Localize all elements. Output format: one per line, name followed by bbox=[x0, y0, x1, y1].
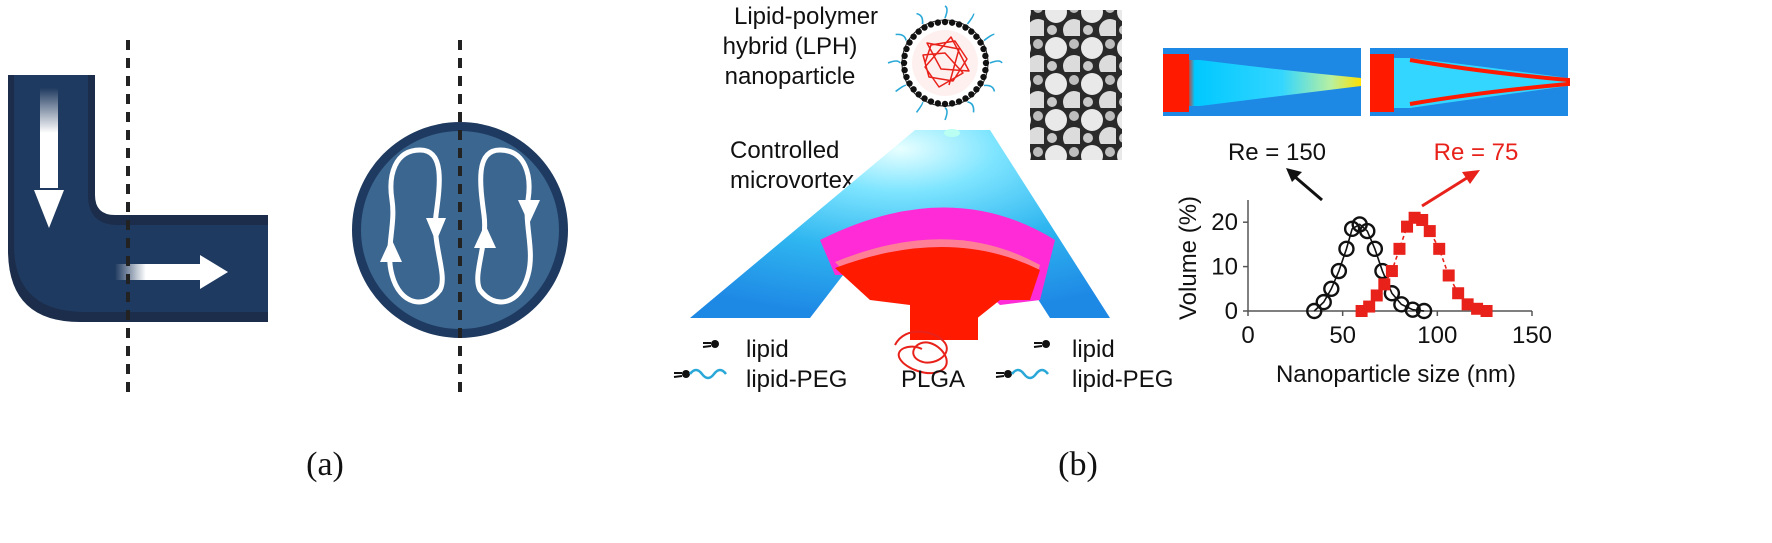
re150-label: Re = 150 bbox=[1228, 139, 1326, 166]
panel-a: (a) bbox=[8, 40, 568, 483]
lph-nanoparticle-icon bbox=[887, 5, 1003, 121]
chart-point-re75 bbox=[1393, 242, 1406, 255]
chart-x-tick-label: 50 bbox=[1329, 322, 1356, 349]
chart-point-re150 bbox=[1338, 240, 1355, 258]
chart-point-re75 bbox=[1452, 287, 1465, 300]
vortex-label-line1: Controlled bbox=[730, 137, 839, 164]
chart-x-tick-label: 150 bbox=[1512, 322, 1552, 349]
chart-point-re75 bbox=[1442, 269, 1455, 282]
chart-y-tick-label: 20 bbox=[1211, 209, 1238, 236]
lph-label-line2: hybrid (LPH) bbox=[723, 33, 858, 60]
chart-x-tick-label: 100 bbox=[1417, 322, 1457, 349]
legend-right-lipid-peg: lipid-PEG bbox=[1072, 366, 1173, 393]
panel-b: Lipid-polymer hybrid (LPH) nanoparticle … bbox=[673, 3, 1570, 483]
re75-pointer-arrow bbox=[1421, 170, 1480, 208]
simulation-re75 bbox=[1370, 48, 1570, 116]
legend-left-lipid-peg: lipid-PEG bbox=[746, 366, 847, 393]
chart-point-re75 bbox=[1461, 298, 1474, 311]
chart-point-re150 bbox=[1359, 222, 1376, 240]
chart-point-re150 bbox=[1330, 262, 1348, 280]
simulation-re150 bbox=[1163, 48, 1361, 116]
chart-point-re150 bbox=[1383, 285, 1401, 302]
lipid-legend-left: lipid lipid-PEG bbox=[673, 336, 847, 393]
chart-point-re75 bbox=[1385, 265, 1398, 278]
lph-label-line1: Lipid-polymer bbox=[734, 3, 878, 30]
chart-point-re150 bbox=[1415, 302, 1433, 320]
chart-point-re75 bbox=[1370, 289, 1383, 302]
chart-point-re150 bbox=[1323, 280, 1340, 297]
flow-arrow-right bbox=[115, 264, 203, 280]
flow-arrow-down bbox=[40, 88, 58, 188]
chart-x-axis-label: Nanoparticle size (nm) bbox=[1276, 361, 1516, 388]
chart-series-line-0 bbox=[1313, 223, 1425, 312]
chart-point-re75 bbox=[1471, 302, 1484, 315]
re150-pointer-arrow bbox=[1286, 168, 1323, 202]
chart-point-re150 bbox=[1404, 301, 1421, 318]
chart-x-tick-label: 0 bbox=[1241, 322, 1254, 349]
chart-y-axis-label: Volume (%) bbox=[1175, 196, 1202, 320]
chart-point-re75 bbox=[1433, 242, 1446, 255]
secondary-flow-cross-section-icon bbox=[352, 122, 568, 338]
microvortex-mixer-icon bbox=[690, 129, 1110, 340]
re75-label: Re = 75 bbox=[1434, 139, 1519, 166]
legend-plga: PLGA bbox=[901, 366, 965, 393]
panel-a-caption: (a) bbox=[306, 446, 344, 483]
panel-b-caption: (b) bbox=[1058, 446, 1098, 483]
lph-label-line3: nanoparticle bbox=[725, 63, 856, 90]
vortex-label-line2: microvortex bbox=[730, 167, 854, 194]
plga-legend: PLGA bbox=[894, 330, 965, 393]
tem-micrograph bbox=[1030, 10, 1122, 160]
chart-point-re75 bbox=[1416, 213, 1429, 226]
elbow-channel-icon bbox=[8, 75, 268, 322]
legend-left-lipid: lipid bbox=[746, 336, 789, 363]
chart-y-tick-label: 0 bbox=[1225, 298, 1238, 325]
chart-point-re150 bbox=[1366, 240, 1384, 258]
size-distribution-chart: Volume (%) Nanoparticle size (nm) 0 10 20 0… bbox=[1175, 196, 1552, 388]
legend-right-lipid: lipid bbox=[1072, 336, 1115, 363]
chart-point-re150 bbox=[1306, 302, 1323, 320]
chart-point-re75 bbox=[1378, 278, 1391, 291]
chart-point-re75 bbox=[1480, 305, 1493, 317]
chart-point-re75 bbox=[1363, 300, 1376, 313]
lipid-legend-right: lipid lipid-PEG bbox=[995, 336, 1173, 393]
chart-point-re150 bbox=[1315, 293, 1332, 311]
chart-point-re75 bbox=[1423, 225, 1436, 238]
chart-y-tick-label: 10 bbox=[1211, 254, 1238, 281]
